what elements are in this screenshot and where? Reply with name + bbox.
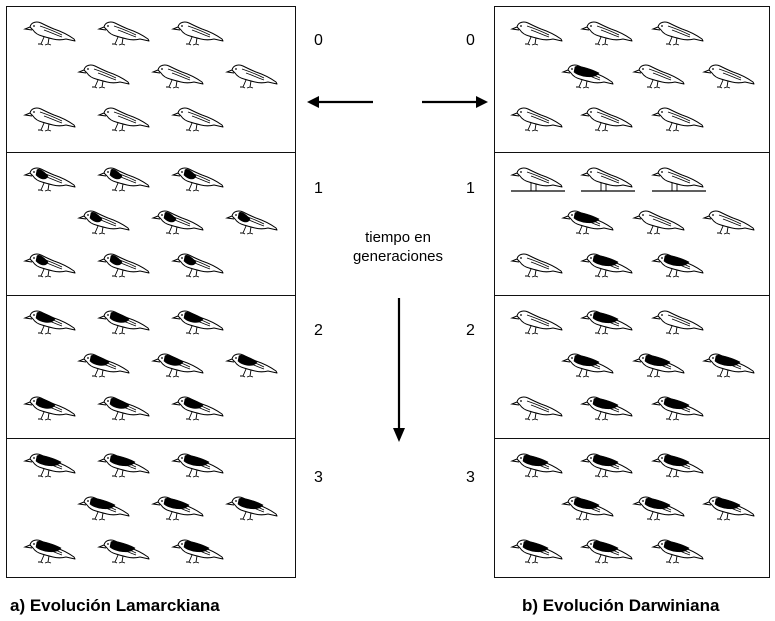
darwin-bird-g3-0 (510, 453, 563, 478)
darwin-bird-g2-5 (702, 353, 755, 378)
darwin-bird-g3-1 (580, 453, 633, 478)
lamarck-bird-g2-6 (23, 396, 76, 421)
lamarck-bird-g2-0 (23, 310, 76, 335)
lamarck-panel (6, 6, 296, 578)
lamarck-bird-g3-2 (171, 453, 224, 478)
darwin-bird-g1-4 (631, 210, 685, 235)
darwin-bird-g2-8 (650, 396, 704, 421)
time-label-line1: tiempo en (365, 229, 431, 246)
lamarck-bird-g0-6 (23, 107, 76, 132)
lamarck-bird-g0-7 (97, 107, 150, 132)
lamarck-bird-g0-8 (171, 107, 224, 132)
darwin-bird-g3-3 (561, 496, 614, 521)
darwin-bird-g0-2 (650, 21, 704, 46)
darwin-bird-g2-0 (510, 310, 563, 335)
lamarck-bird-g1-2 (171, 167, 224, 192)
lamarck-bird-g0-3 (77, 64, 130, 89)
darwin-bird-g2-6 (510, 396, 563, 421)
lamarck-generation-2 (7, 296, 295, 439)
darwin-bird-g0-4 (631, 64, 685, 89)
lamarck-bird-g3-7 (97, 539, 150, 564)
darwin-bird-g1-5 (702, 210, 755, 235)
darwin-panel (494, 6, 770, 578)
lamarck-bird-g1-3 (77, 210, 130, 235)
darwin-bird-g2-4 (631, 353, 685, 378)
time-label: tiempo en generaciones (328, 228, 468, 266)
darwin-bird-g0-6 (510, 107, 563, 132)
darwin-bird-g0-0 (510, 21, 563, 46)
lamarck-bird-g2-2 (171, 310, 224, 335)
lamarck-bird-g0-4 (151, 64, 204, 89)
darwin-bird-g3-5 (702, 496, 755, 521)
lamarck-bird-g1-1 (97, 167, 150, 192)
darwin-bird-g3-7 (580, 539, 633, 564)
darwin-bird-g1-2 (650, 167, 706, 192)
arrow-left (307, 96, 373, 108)
lamarck-bird-g1-0 (23, 167, 76, 192)
darwin-bird-g1-7 (580, 253, 633, 278)
lamarck-caption: a) Evolución Lamarckiana (10, 596, 220, 615)
lamarck-bird-g0-0 (23, 21, 76, 46)
lamarck-bird-g0-5 (225, 64, 278, 89)
lamarck-generation-0 (7, 7, 295, 153)
lamarck-bird-g0-2 (171, 21, 224, 46)
lamarck-bird-g2-7 (97, 396, 150, 421)
darwin-bird-g0-5 (702, 64, 755, 89)
lamarck-bird-g3-8 (171, 539, 224, 564)
darwin-bird-g1-3 (561, 210, 614, 235)
lamarck-bird-g2-8 (171, 396, 224, 421)
darwin-bird-g2-3 (561, 353, 614, 378)
darwin-bird-g1-6 (510, 253, 563, 278)
darwin-bird-g1-0 (510, 167, 566, 192)
lamarck-bird-g3-5 (225, 496, 278, 521)
darwin-caption: b) Evolución Darwiniana (522, 596, 720, 615)
lamarck-bird-g3-6 (23, 539, 76, 564)
darwin-bird-g3-6 (510, 539, 563, 564)
darwin-bird-g0-1 (580, 21, 633, 46)
lamarck-bird-g1-4 (151, 210, 204, 235)
time-arrow-down (393, 298, 405, 442)
lamarck-bird-g0-1 (97, 21, 150, 46)
darwin-bird-g3-2 (650, 453, 704, 478)
lamarck-generation-1 (7, 153, 295, 296)
darwin-bird-g3-8 (650, 539, 704, 564)
lamarck-bird-g2-3 (77, 353, 130, 378)
lamarck-bird-g1-6 (23, 253, 76, 278)
darwin-bird-g1-8 (650, 253, 704, 278)
darwin-bird-g2-7 (580, 396, 633, 421)
darwin-gen-label-1: 1 (466, 180, 475, 197)
darwin-bird-g2-1 (580, 310, 633, 335)
darwin-generation-0 (495, 7, 769, 153)
lamarck-bird-g1-8 (171, 253, 224, 278)
darwin-bird-g3-4 (631, 496, 685, 521)
darwin-bird-g0-3 (561, 64, 614, 89)
lamarck-bird-g2-4 (151, 353, 204, 378)
darwin-gen-label-3: 3 (466, 469, 475, 486)
lamarck-bird-g3-1 (97, 453, 150, 478)
lamarck-bird-g3-4 (151, 496, 204, 521)
arrow-right (422, 96, 488, 108)
lamarck-bird-g2-5 (225, 353, 278, 378)
lamarck-bird-g1-7 (97, 253, 150, 278)
time-label-line2: generaciones (352, 248, 444, 265)
lamarck-bird-g3-0 (23, 453, 76, 478)
lamarck-gen-label-3: 3 (314, 469, 323, 486)
lamarck-bird-g1-5 (225, 210, 278, 235)
lamarck-bird-g2-1 (97, 310, 150, 335)
darwin-generation-2 (495, 296, 769, 439)
lamarck-gen-label-2: 2 (314, 322, 323, 339)
darwin-gen-label-0: 0 (466, 32, 475, 49)
lamarck-gen-label-0: 0 (314, 32, 323, 49)
darwin-bird-g2-2 (650, 310, 704, 335)
darwin-bird-g1-1 (580, 167, 636, 192)
lamarck-gen-label-1: 1 (314, 180, 323, 197)
darwin-bird-g0-7 (580, 107, 633, 132)
darwin-generation-1 (495, 153, 769, 296)
lamarck-bird-g3-3 (77, 496, 130, 521)
darwin-gen-label-2: 2 (466, 322, 475, 339)
darwin-bird-g0-8 (650, 107, 704, 132)
